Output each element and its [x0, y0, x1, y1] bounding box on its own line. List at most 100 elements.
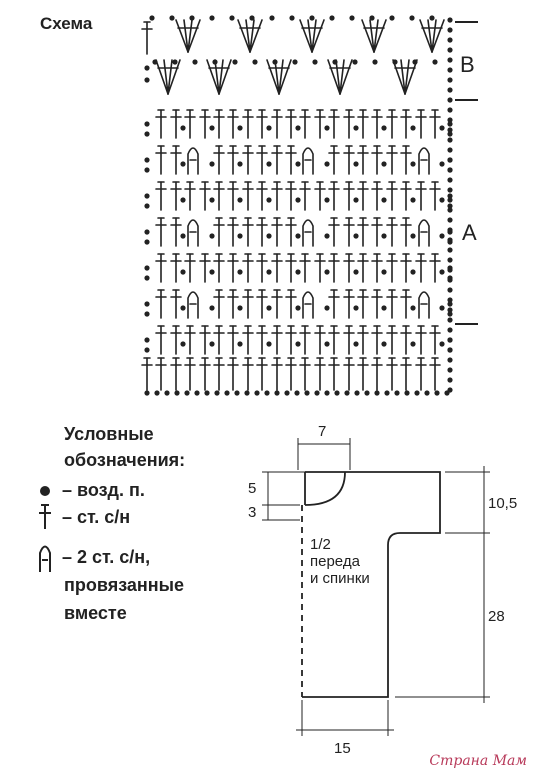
chain-dot [439, 233, 445, 239]
chain-dot [209, 233, 215, 239]
chain-dot [344, 390, 350, 396]
chain-dot [237, 197, 243, 203]
chain-dot [447, 117, 453, 123]
chain-dot [237, 161, 243, 167]
fan-cluster [237, 19, 263, 53]
dc-stitch [314, 357, 326, 391]
dc-stitch [314, 181, 326, 211]
dc-stitch [343, 217, 355, 247]
legend-item-dc2tog: – 2 ст. с/н, [62, 547, 151, 567]
fan-cluster [175, 19, 201, 53]
chain-dot [447, 97, 453, 103]
dc-stitch [357, 289, 369, 319]
dc-stitch [213, 325, 225, 355]
chain-dot [266, 197, 272, 203]
dc-stitch [314, 325, 326, 355]
dc-stitch [386, 289, 398, 319]
chain-dot [144, 193, 150, 199]
section-label-a: A [462, 220, 477, 245]
chain-dot [295, 341, 301, 347]
chain-dot [389, 15, 395, 21]
chain-dot [439, 125, 445, 131]
chain-dot [447, 121, 453, 127]
dc2tog-cluster [418, 219, 430, 247]
chain-dot [447, 147, 453, 153]
dc-stitch [400, 357, 412, 391]
chain-dot [447, 57, 453, 63]
dc-stitch [271, 145, 283, 175]
chain-dot [334, 390, 340, 396]
chain-dot [180, 161, 186, 167]
dc-stitch [299, 181, 311, 211]
chain-dot [237, 269, 243, 275]
dc-stitch [227, 357, 239, 391]
dc-stitch [371, 109, 383, 139]
chain-dot [324, 233, 330, 239]
chain-dot [266, 125, 272, 131]
dc2tog-cluster [302, 291, 314, 319]
chain-dot [294, 390, 300, 396]
dc-stitch [328, 325, 340, 355]
dc-stitch [213, 253, 225, 283]
dc-stitch [400, 145, 412, 175]
dc-stitch [415, 109, 427, 139]
dc-stitch [227, 325, 239, 355]
chain-dot [404, 390, 410, 396]
chain-dot [447, 197, 453, 203]
chain-dot [274, 390, 280, 396]
chain-dot [439, 305, 445, 311]
dc-stitch [184, 109, 196, 139]
dc-stitch [386, 253, 398, 283]
dc-stitch [242, 289, 254, 319]
dc-stitch [343, 181, 355, 211]
section-label-b: B [460, 52, 475, 77]
chain-dot [180, 197, 186, 203]
dc-stitch [256, 289, 268, 319]
chain-dot [354, 390, 360, 396]
chain-dot [447, 317, 453, 323]
dc-stitch [155, 109, 167, 139]
dc-stitch [328, 145, 340, 175]
chain-dot [144, 203, 150, 209]
chain-dot [224, 390, 230, 396]
dc-stitch [141, 357, 153, 391]
dc-stitch [242, 357, 254, 391]
chain-dot [209, 341, 215, 347]
dc-stitch [155, 217, 167, 247]
chain-dot [144, 275, 150, 281]
chain-dot [447, 137, 453, 143]
dc-stitch [343, 109, 355, 139]
chain-dot [381, 125, 387, 131]
chain-dot [439, 269, 445, 275]
chain-dot [424, 390, 430, 396]
chain-dot [266, 305, 272, 311]
chain-dot [324, 161, 330, 167]
pattern-label-line2: переда [310, 553, 360, 570]
dc-stitch [299, 253, 311, 283]
dc-stitch [155, 357, 167, 391]
chain-dot [249, 15, 255, 21]
dc-stitch [170, 253, 182, 283]
dc-stitch [242, 325, 254, 355]
dc-stitch [343, 253, 355, 283]
chain-dot [353, 125, 359, 131]
chain-dot [439, 197, 445, 203]
dc-stitch [386, 109, 398, 139]
chain-dot [324, 125, 330, 131]
chain-dot [154, 390, 160, 396]
dc-stitch [242, 145, 254, 175]
chain-dot [209, 305, 215, 311]
chain-dot [194, 390, 200, 396]
chain-dot [392, 59, 398, 65]
chain-dot [447, 237, 453, 243]
dc-stitch [371, 217, 383, 247]
chain-dot [295, 161, 301, 167]
dc-stitch [155, 145, 167, 175]
chain-dot [169, 15, 175, 21]
chain-dot [447, 27, 453, 33]
dc-stitch [328, 289, 340, 319]
dc-stitch [400, 109, 412, 139]
chain-dot [447, 367, 453, 373]
chain-dot [447, 37, 453, 43]
chain-dot [266, 233, 272, 239]
